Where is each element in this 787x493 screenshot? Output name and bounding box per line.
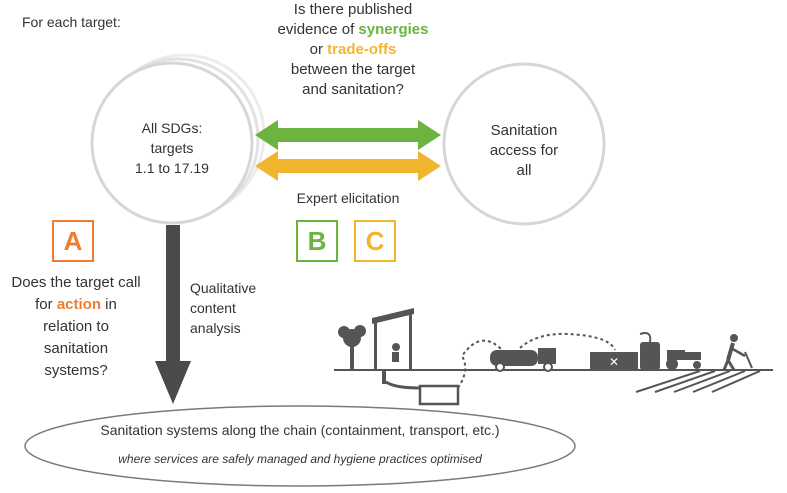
- box-a: A: [52, 220, 94, 262]
- sanitation-circle-text: Sanitation access for all: [454, 121, 594, 181]
- qualitative-line2: content: [190, 300, 236, 316]
- qualitative-line1: Qualitative: [190, 280, 257, 296]
- question-a-line1: Does the target call: [11, 274, 141, 291]
- svg-text:✕: ✕: [609, 355, 619, 369]
- down-arrow-shaft: [166, 225, 180, 363]
- sanitation-line1: Sanitation: [490, 122, 558, 139]
- chain-title: Sanitation systems along the chain (cont…: [100, 422, 500, 438]
- chain-subtitle: where services are safely managed and hy…: [118, 452, 482, 466]
- for-each-target-label: For each target:: [22, 14, 121, 30]
- synergies-label: synergies: [358, 21, 429, 38]
- qualitative-line3: analysis: [190, 320, 241, 336]
- sdg-circle: [90, 61, 254, 225]
- tradeoffs-label: trade-offs: [327, 41, 397, 58]
- top-question-line4: between the target: [290, 61, 416, 78]
- top-question-line1: Is there published: [293, 1, 413, 18]
- sdg-circle-text: All SDGs: targets 1.1 to 17.19: [102, 118, 242, 178]
- chain-ellipse: [24, 405, 576, 487]
- question-a-line4: sanitation: [43, 340, 109, 357]
- sanitation-line3: all: [516, 162, 532, 179]
- sanitation-line2: access for: [489, 142, 559, 159]
- expert-elicitation-label: Expert elicitation: [296, 190, 400, 206]
- sdg-line2: targets: [150, 140, 194, 156]
- green-double-arrow: [255, 120, 441, 150]
- sanitation-circle: [442, 62, 606, 226]
- question-a-line3: relation to: [43, 318, 109, 335]
- yellow-double-arrow: [255, 151, 441, 181]
- top-question-prefix: evidence of: [277, 21, 359, 38]
- top-question-line2: evidence of synergies: [258, 20, 448, 40]
- sdg-line3: 1.1 to 17.19: [135, 160, 209, 176]
- top-question-line5: and sanitation?: [302, 81, 404, 98]
- down-arrow-head: [155, 361, 191, 404]
- top-question: Is there published evidence of synergies…: [258, 0, 448, 100]
- question-a-prefix: for: [35, 296, 57, 313]
- question-a-line5: systems?: [44, 362, 108, 379]
- box-b: B: [296, 220, 338, 262]
- question-a-line2: for action in: [0, 294, 152, 316]
- box-c: C: [354, 220, 396, 262]
- sdg-line1: All SDGs:: [141, 120, 203, 136]
- sanitation-chain-illustration: ✕: [334, 308, 773, 406]
- or-label: or: [309, 41, 328, 58]
- qualitative-analysis-label: Qualitative content analysis: [190, 278, 310, 338]
- action-label: action: [56, 296, 102, 313]
- question-a-suffix: in: [101, 296, 117, 313]
- question-a: Does the target call for action in relat…: [0, 272, 152, 382]
- top-question-line3: or trade-offs: [258, 40, 448, 60]
